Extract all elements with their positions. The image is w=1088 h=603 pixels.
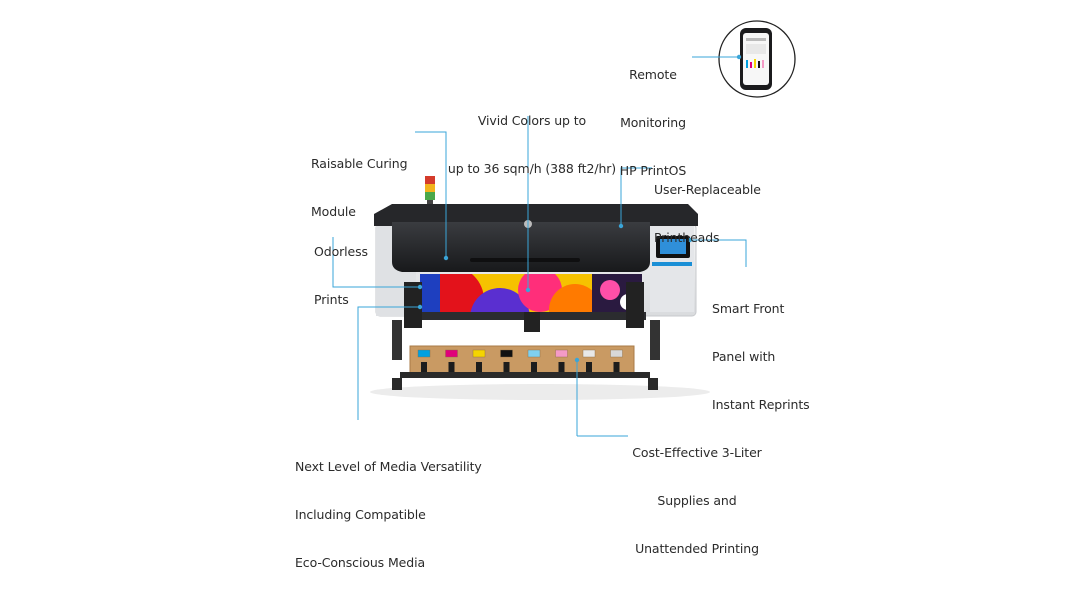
ink-connector-5 (531, 362, 537, 374)
ink-connector-8 (613, 362, 620, 374)
ink-cartridge-3 (472, 349, 486, 358)
printed-media (420, 274, 642, 312)
callout-smart-front-panel: Smart Front Panel with Instant Reprints (712, 301, 810, 412)
smartphone-icon (718, 20, 796, 98)
callout-leader-lines (332, 56, 747, 437)
status-light-tower (425, 176, 435, 212)
ink-connector-6 (558, 362, 565, 374)
callout-media-versatility: Next Level of Media Versatility Includin… (295, 459, 482, 570)
ink-cartridge-4 (500, 349, 513, 358)
callout-printheads: User-Replaceable Printheads (654, 182, 761, 245)
floor-shadow (370, 384, 710, 400)
ink-cartridge-5 (527, 349, 541, 358)
ink-connector-4 (503, 362, 510, 374)
ink-cartridge-6 (555, 349, 568, 358)
callout-vivid-colors: Vivid Colors up to up to 36 sqm/h (388 f… (447, 113, 617, 176)
front-panel-screen (656, 236, 690, 258)
callout-odorless-prints: Odorless Prints (314, 244, 368, 307)
ink-cartridge-7 (582, 349, 596, 358)
callout-raisable-curing: Raisable Curing Module (311, 156, 408, 219)
printer-lid (374, 204, 698, 272)
ink-connector-3 (476, 362, 482, 374)
ink-connector-1 (421, 362, 427, 374)
ink-connector-2 (448, 362, 455, 374)
callout-anchor-dots (417, 54, 742, 363)
ink-supply-box (392, 345, 658, 390)
ink-cartridge-8 (610, 349, 623, 358)
product-diagram: Remote Monitoring HP PrintOS Vivid Color… (295, 20, 810, 570)
ink-cartridge-2 (445, 349, 458, 358)
ink-connector-7 (586, 362, 592, 374)
callout-remote-monitoring: Remote Monitoring HP PrintOS (619, 67, 687, 178)
printer-illustration (332, 20, 796, 437)
media-roll-frame (392, 282, 660, 360)
ink-cartridge-1 (417, 349, 431, 358)
callout-ink-supplies: Cost-Effective 3-Liter Supplies and Unat… (632, 445, 762, 556)
